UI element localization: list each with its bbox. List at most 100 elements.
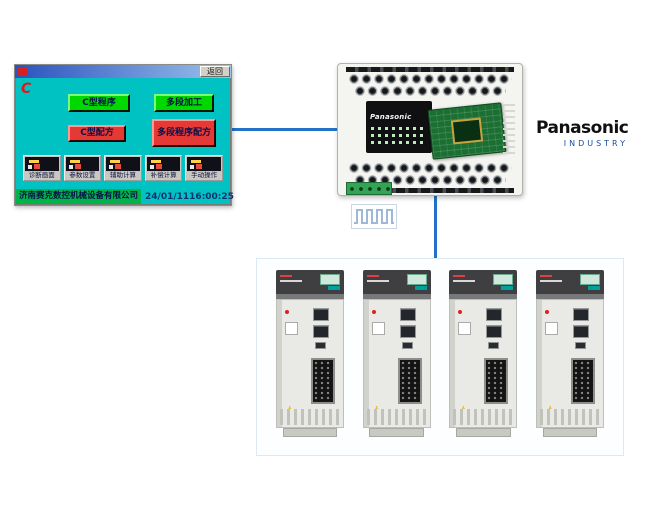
servo-brand-mark [453,275,466,277]
servo-power-led [284,310,289,314]
multi-segment-recipe-button[interactable]: 多段程序配方 [152,119,216,147]
servo-comm-ports [486,308,503,338]
servo-power-led [545,310,550,314]
servo-comm-port-a [573,308,590,321]
plc-top-terminal-cap [346,67,514,72]
servo-heatsink-fins [279,409,340,425]
servo-io-connector [310,358,335,404]
servo-comm-port-a [486,308,503,321]
plc-terminal-row [354,85,506,97]
servo-front-panel [449,299,518,428]
servo-edge [537,300,543,427]
brand-subtitle: INDUSTRY [563,139,628,148]
servo-power-led [371,310,376,314]
servo-display-panel [536,270,605,294]
servo-heatsink-fins [540,409,601,425]
servo-band [449,294,518,299]
c-program-button[interactable]: C型程序 [68,94,130,112]
plc-circuit-board [427,102,507,160]
servo-comm-port-b [573,325,590,338]
servo-qr-label [545,322,559,335]
plc-bottom-terminal-cap [346,188,514,193]
servo-edge [450,300,456,427]
servo-display [406,274,427,285]
plc-status-leds [371,127,427,130]
hmi-status-bar: 济南赛克数控机械设备有限公司 24/01/1116:00:25 [16,189,234,204]
c-recipe-button[interactable]: C型配方 [68,125,126,142]
servo-mounting-bracket [456,428,511,437]
hmi-toolbar: 诊断画面 参数设置 辅助计算 补偿计算 手动操作 [23,155,223,181]
pulse-signal-icon [351,204,397,229]
plc-status-leds [371,134,427,137]
servo-model-mark [279,280,302,282]
plc-status-leds [371,141,427,144]
plc-chip [450,117,484,145]
servo-drive-group [256,258,624,456]
servo-brand-mark [279,275,292,277]
toolbar-button-aux-calc[interactable]: 辅助计算 [104,155,142,181]
plc-terminal-row [348,73,512,85]
servo-mounting-bracket [542,428,598,437]
servo-qr-label [458,322,472,335]
servo-front-panel [536,299,605,428]
manual-operation-icon [187,157,221,171]
hmi-screen: C C型程序 多段加工 C型配方 多段程序配方 诊断画面 参数设置 辅助计算 [15,78,234,205]
servo-series-badge [414,286,427,290]
servo-usb-port [575,342,587,349]
connector-plc-to-servos [434,194,437,259]
servo-display [580,274,601,285]
servo-comm-port-b [486,325,503,338]
servo-model-mark [366,280,389,282]
plc-terminal-row [354,174,506,186]
hmi-logo-icon: C [21,81,32,97]
back-button[interactable]: 返回 [200,66,230,77]
toolbar-label: 诊断画面 [28,171,55,179]
servo-edge [363,300,369,427]
servo-usb-port [401,342,413,349]
company-name: 济南赛克数控机械设备有限公司 [16,189,142,204]
servo-band [536,294,605,299]
servo-usb-port [488,342,500,349]
datetime-display: 24/01/1116:00:25 [145,191,234,202]
servo-drive [449,270,518,446]
toolbar-label: 参数设置 [69,171,96,179]
servo-io-connector [484,358,509,404]
servo-mounting-bracket [369,428,424,437]
servo-model-mark [453,280,476,282]
plc-green-terminal-block [346,182,392,195]
servo-series-badge [501,286,514,290]
servo-io-connector [397,358,422,404]
plc-vents [503,104,515,154]
servo-comm-ports [573,308,590,338]
servo-band [362,294,431,299]
plc-brand-panel: Panasonic [366,101,432,153]
multi-segment-machining-button[interactable]: 多段加工 [154,94,214,112]
servo-series-badge [588,286,601,290]
servo-power-led [458,310,463,314]
hmi-system-icon [17,67,27,76]
servo-edge [276,300,282,427]
toolbar-button-diagnostic[interactable]: 诊断画面 [23,155,61,181]
plc-brand-text: Panasonic [370,113,412,121]
servo-brand-mark [540,275,553,277]
servo-heatsink-fins [366,409,427,425]
servo-comm-ports [312,308,329,338]
toolbar-button-compensation[interactable]: 补偿计算 [144,155,183,181]
hmi-panel: 返回 C C型程序 多段加工 C型配方 多段程序配方 诊断画面 参数设置 辅助计… [14,64,234,206]
plc-terminal-row [348,162,512,174]
brand-name: Panasonic [536,118,629,138]
toolbar-button-parameters[interactable]: 参数设置 [63,155,102,181]
servo-drive [536,270,605,446]
toolbar-label: 辅助计算 [109,171,136,179]
servo-brand-mark [366,275,379,277]
toolbar-button-manual[interactable]: 手动操作 [185,155,223,181]
servo-heatsink-fins [453,409,514,425]
servo-drive [362,270,431,446]
parameter-settings-icon [65,157,100,171]
servo-display-panel [449,270,518,294]
servo-display-panel [362,270,431,294]
servo-front-panel [275,299,344,428]
hmi-titlebar: 返回 [15,65,231,78]
servo-band [275,294,344,299]
